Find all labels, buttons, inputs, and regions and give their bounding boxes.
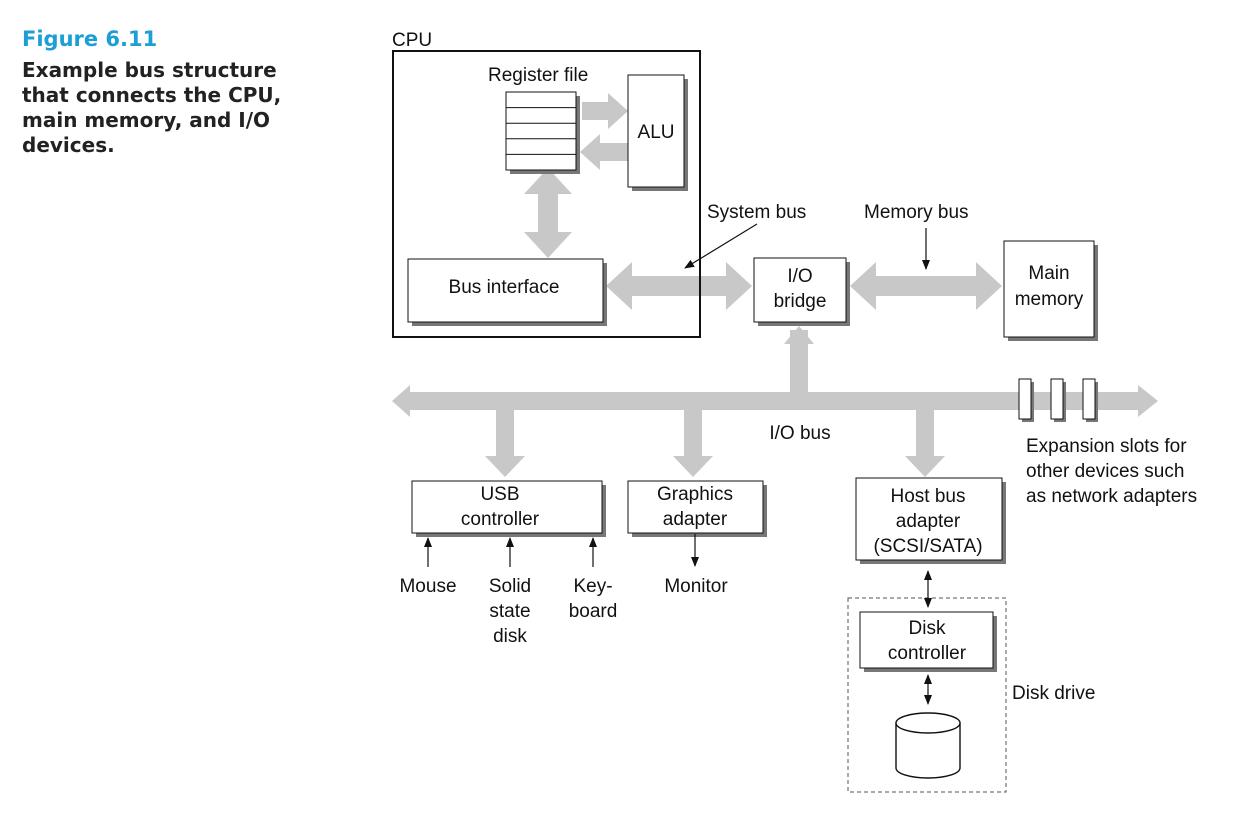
io-bridge-label-line1: I/O (787, 266, 812, 287)
host-bus-adapter-label-line2: adapter (896, 511, 961, 532)
main-memory-label-line1: Main (1028, 263, 1069, 284)
bridge-io-bus-connector (790, 330, 808, 402)
alu-label: ALU (638, 122, 675, 143)
monitor-label: Monitor (664, 576, 728, 597)
io-bus-to-host-adapter-arrow (905, 406, 945, 477)
bus-interface-box (407, 258, 607, 326)
host-bus-adapter-label-line1: Host bus (891, 486, 966, 507)
figure-label: Figure 6.11 (22, 27, 158, 51)
keyboard-label-line1: Key- (573, 576, 612, 597)
usb-controller-box (411, 480, 606, 537)
memory-bus-arrow (850, 262, 1002, 310)
io-bridge-label-line2: bridge (774, 291, 827, 312)
disk-controller-box (859, 611, 997, 672)
graphics-adapter-box (627, 480, 767, 537)
host-bus-adapter-box (855, 477, 1006, 564)
io-bridge-box (753, 257, 850, 326)
disk-controller-label-line2: controller (888, 643, 967, 664)
disk-controller-label-line1: Disk (909, 618, 946, 639)
expansion-slots (1018, 378, 1098, 422)
mouse-label: Mouse (399, 576, 456, 597)
usb-controller-label-line2: controller (461, 509, 540, 530)
register-file (505, 91, 580, 174)
alu-to-register-arrow (580, 134, 628, 170)
graphics-adapter-label-line2: adapter (663, 509, 728, 530)
keyboard-label-line2: board (569, 601, 618, 622)
cpu-label: CPU (392, 30, 432, 51)
io-bus-label: I/O bus (769, 423, 830, 444)
bridge-io-bus-arrowhead (784, 326, 814, 344)
main-memory-box (1003, 240, 1098, 341)
expansion-slots-label-line3: as network adapters (1026, 486, 1197, 507)
disk-cylinder (895, 712, 961, 779)
register-to-alu-arrow (582, 93, 628, 129)
usb-controller-label-line1: USB (480, 484, 519, 505)
solid-state-disk-label-line2: state (489, 601, 530, 622)
expansion-slots-label-line1: Expansion slots for (1026, 436, 1187, 457)
host-bus-adapter-label-line3: (SCSI/SATA) (873, 536, 982, 557)
figure-caption: Example bus structure that connects the … (22, 58, 282, 157)
memory-bus-label: Memory bus (864, 202, 969, 223)
system-bus-arrow (606, 262, 752, 310)
io-bus-to-usb-arrow (485, 406, 525, 477)
alu-box (627, 74, 688, 191)
disk-drive-label: Disk drive (1012, 683, 1095, 704)
system-bus-label: System bus (707, 202, 806, 223)
io-bus-arrow (392, 385, 1158, 417)
expansion-slots-label-line2: other devices such (1026, 461, 1184, 482)
main-memory-label-line2: memory (1015, 289, 1084, 310)
register-bus-interface-arrow (524, 168, 572, 258)
solid-state-disk-label-line3: disk (493, 626, 527, 647)
solid-state-disk-label-line1: Solid (489, 576, 531, 597)
io-bus-to-graphics-arrow (673, 406, 713, 477)
cpu-box (392, 50, 701, 338)
bus-interface-label: Bus interface (449, 277, 560, 298)
system-bus-leader (684, 223, 758, 269)
graphics-adapter-label-line1: Graphics (657, 484, 733, 505)
register-file-label: Register file (488, 65, 588, 86)
